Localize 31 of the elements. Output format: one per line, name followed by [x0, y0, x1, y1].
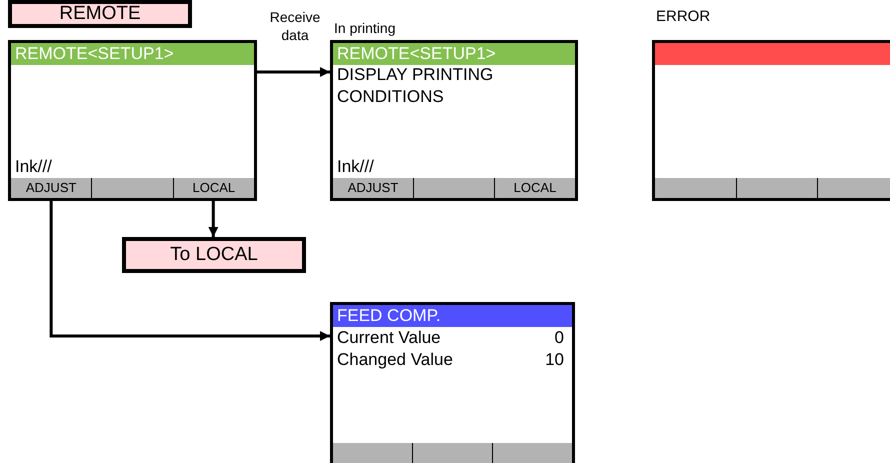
screen-title: FEED COMP.	[337, 305, 441, 327]
screen-title: REMOTE<SETUP1>	[337, 43, 496, 65]
screen-title: REMOTE<SETUP1>	[15, 43, 174, 65]
screen-text: Ink///	[15, 156, 52, 178]
arrow	[257, 67, 330, 77]
soft-key	[413, 178, 494, 198]
screen-text: 10	[545, 349, 564, 371]
screen-text: 0	[554, 327, 564, 349]
soft-key: ADJUST	[11, 178, 92, 198]
soft-key	[91, 178, 173, 198]
screen-text: Ink///	[337, 156, 374, 178]
soft-key	[817, 178, 890, 198]
arrow	[208, 200, 218, 237]
state-box: To LOCAL	[122, 237, 306, 273]
screen-text: Changed Value	[337, 349, 453, 371]
title-bar	[655, 43, 890, 65]
edge-label: Receive data	[268, 8, 322, 44]
state-box: REMOTE	[8, 0, 192, 28]
screen-text: DISPLAY PRINTING CONDITIONS	[337, 64, 494, 108]
soft-key: LOCAL	[172, 178, 254, 198]
screen-caption: In printing	[334, 20, 396, 36]
soft-key: ADJUST	[333, 178, 413, 198]
soft-key	[736, 178, 818, 198]
soft-key	[412, 443, 492, 463]
soft-key	[655, 178, 736, 198]
soft-key	[492, 443, 572, 463]
screen-text: Current Value	[337, 327, 441, 349]
soft-key	[333, 443, 412, 463]
soft-key: LOCAL	[494, 178, 575, 198]
screen-caption: ERROR	[656, 8, 710, 25]
arrow	[50, 200, 330, 341]
